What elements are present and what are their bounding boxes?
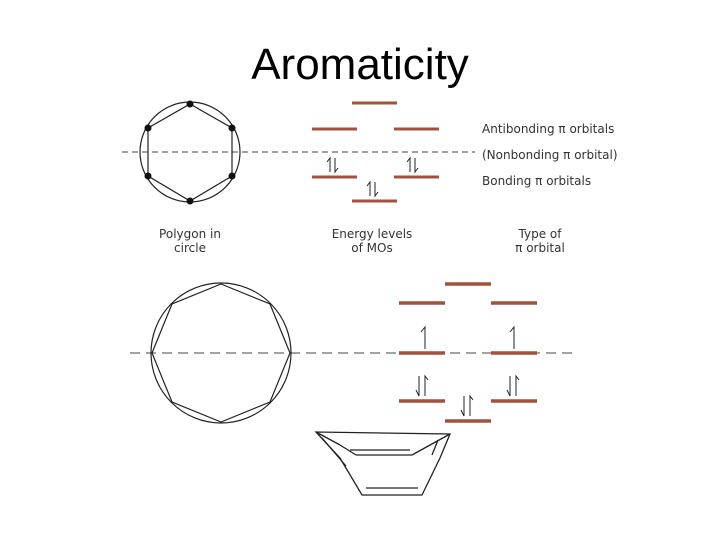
caption-type: Type of π orbital [480, 227, 600, 255]
label-bonding: Bonding π orbitals [482, 174, 592, 188]
cot-electrons [415, 325, 520, 417]
label-nonbonding: (Nonbonding π orbital) [482, 148, 618, 162]
caption-type-line2: π orbital [515, 241, 565, 255]
benzene-electron-pairs [326, 156, 419, 198]
caption-polygon-line2: circle [174, 241, 206, 255]
caption-energy: Energy levels of MOs [312, 227, 432, 255]
octagon-polygon [151, 283, 291, 423]
label-antibonding: Antibonding π orbitals [482, 122, 615, 136]
cot-energy-levels [399, 282, 537, 423]
caption-polygon-line1: Polygon in [159, 227, 221, 241]
caption-type-line1: Type of [518, 227, 562, 241]
caption-polygon: Polygon in circle [130, 227, 250, 255]
slide-title: Aromaticity [251, 40, 469, 89]
benzene-energy-levels [312, 101, 439, 203]
frost-circle-octagon [150, 282, 292, 424]
hexagon-vertex-dots [144, 100, 236, 205]
cot-tub-structure [314, 431, 451, 496]
caption-energy-line1: Energy levels [331, 227, 413, 241]
caption-energy-line2: of MOs [351, 241, 393, 255]
hexagon-polygon [147, 103, 233, 202]
